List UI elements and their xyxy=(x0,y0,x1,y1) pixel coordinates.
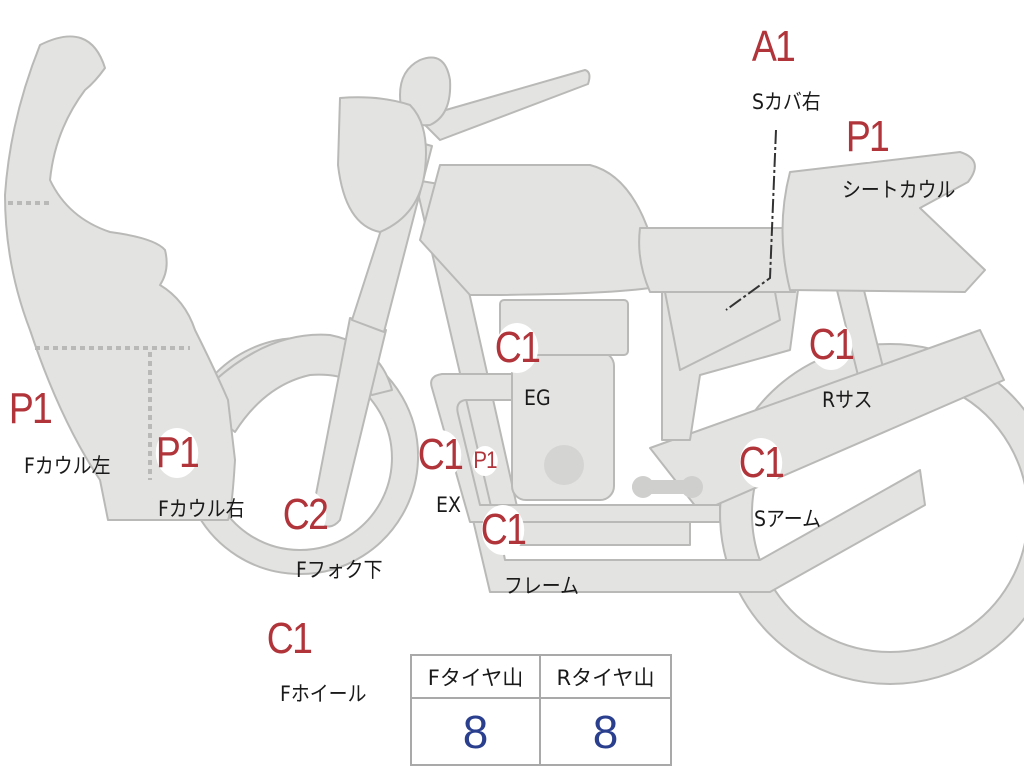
grade-badge-swing-arm: C1 xyxy=(738,438,785,488)
label-exhaust: EX xyxy=(436,493,461,517)
grade-badge-r-suspension: C1 xyxy=(808,320,855,370)
label-f-wheel: Fホイール xyxy=(280,682,367,706)
exhaust-pipe-shape xyxy=(430,373,721,523)
grade-badge-f-cowl-left: P1 xyxy=(8,384,53,434)
front-tire-tread-header: Fタイヤ山 xyxy=(412,656,541,699)
foot-peg-end-left xyxy=(632,476,654,498)
handlebar-shape xyxy=(417,69,591,141)
grade-badge-f-wheel: C1 xyxy=(266,614,313,664)
seat-cowl-shape xyxy=(781,151,986,293)
rear-tire-tread-header: Rタイヤ山 xyxy=(541,656,670,699)
front-cowl-shape xyxy=(4,35,236,521)
label-swing-arm: Sアーム xyxy=(754,507,822,531)
front-tire-tread-value: 8 xyxy=(412,699,541,764)
label-s-cover-right: Sカバ右 xyxy=(752,90,821,114)
label-f-fork-lower: Fフォク下 xyxy=(296,558,383,582)
rear-tire-tread-value: 8 xyxy=(592,705,619,758)
tire-tread-table: Fタイヤ山 Rタイヤ山 8 8 xyxy=(410,654,672,766)
label-frame: フレーム xyxy=(504,574,580,598)
grade-badge-exhaust-extra: P1 xyxy=(472,446,498,476)
fuel-tank-shape xyxy=(419,164,651,296)
label-engine: EG xyxy=(524,386,551,410)
label-f-cowl-left: Fカウル左 xyxy=(24,454,111,478)
grade-badge-s-cover-right: A1 xyxy=(751,22,796,72)
grade-badge-frame: C1 xyxy=(480,505,527,555)
side-cover-leader-line xyxy=(725,129,777,311)
seat-shape xyxy=(638,227,796,293)
grade-badge-f-cowl-right: P1 xyxy=(155,428,200,478)
foot-peg-end-right xyxy=(681,476,703,498)
grade-badge-engine: C1 xyxy=(494,323,541,373)
grade-badge-f-fork-lower: C2 xyxy=(282,490,329,540)
headlight-shape xyxy=(337,96,427,233)
label-seat-cowl: シートカウル xyxy=(842,178,956,202)
label-r-suspension: Rサス xyxy=(822,388,873,412)
brake-disc-shape xyxy=(544,445,584,485)
label-f-cowl-right: Fカウル右 xyxy=(158,497,245,521)
grade-badge-seat-cowl: P1 xyxy=(845,112,890,162)
grade-badge-exhaust: C1 xyxy=(417,430,464,480)
